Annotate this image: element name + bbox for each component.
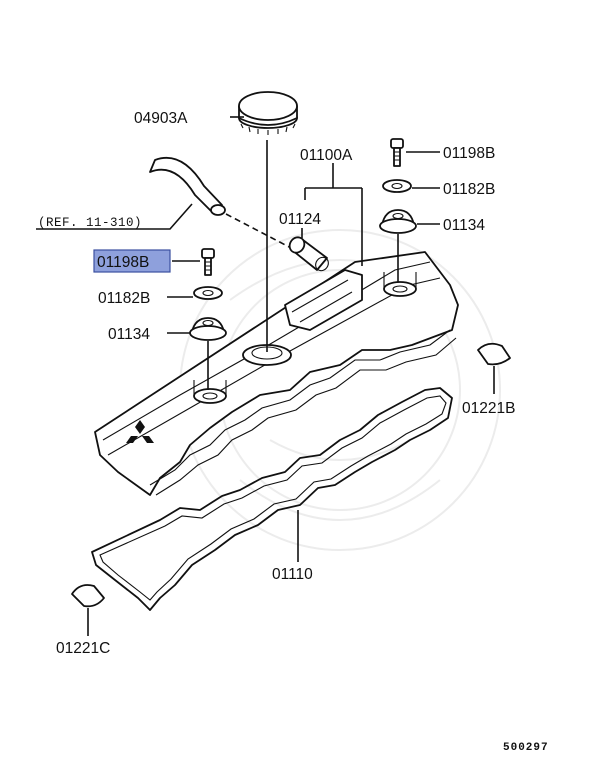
label-01221B[interactable]: 01221B	[462, 400, 515, 417]
hose-leader-line	[225, 213, 296, 251]
label-01134-left[interactable]: 01134	[108, 326, 150, 343]
label-01221C[interactable]: 01221C	[56, 640, 110, 657]
reference-label[interactable]: (REF. 11-310)	[38, 216, 142, 230]
logo-emblem	[126, 420, 154, 443]
label-01110[interactable]: 01110	[272, 566, 313, 583]
label-01124[interactable]: 01124	[279, 211, 321, 228]
highlighted-part-box	[93, 249, 171, 273]
bolt-right[interactable]	[390, 138, 404, 167]
semicircular-seal-left[interactable]	[71, 584, 105, 608]
label-01198B-left[interactable]: 01198B	[97, 254, 149, 271]
semicircular-seal-right[interactable]	[477, 342, 511, 366]
diagram-id: 500297	[503, 742, 549, 754]
label-01198B-right[interactable]: 01198B	[443, 145, 495, 162]
gasket-01110[interactable]	[91, 387, 453, 611]
oil-filler-cap[interactable]	[238, 91, 298, 135]
grommet-left[interactable]	[189, 317, 227, 341]
leader-lines	[36, 116, 440, 562]
label-01100A[interactable]: 01100A	[300, 147, 353, 164]
bolt-left[interactable]	[201, 248, 215, 276]
label-01134-right[interactable]: 01134	[443, 217, 485, 234]
grommet-right[interactable]	[379, 209, 417, 234]
label-01182B-right[interactable]: 01182B	[443, 181, 495, 198]
valve-cover[interactable]	[94, 251, 459, 496]
label-01182B-left[interactable]: 01182B	[98, 290, 150, 307]
washer-left[interactable]	[193, 286, 223, 300]
label-04903A[interactable]: 04903A	[134, 110, 188, 127]
washer-right[interactable]	[382, 179, 412, 193]
breather-hose[interactable]	[149, 156, 226, 216]
pcv-breather-01124[interactable]	[287, 234, 331, 273]
